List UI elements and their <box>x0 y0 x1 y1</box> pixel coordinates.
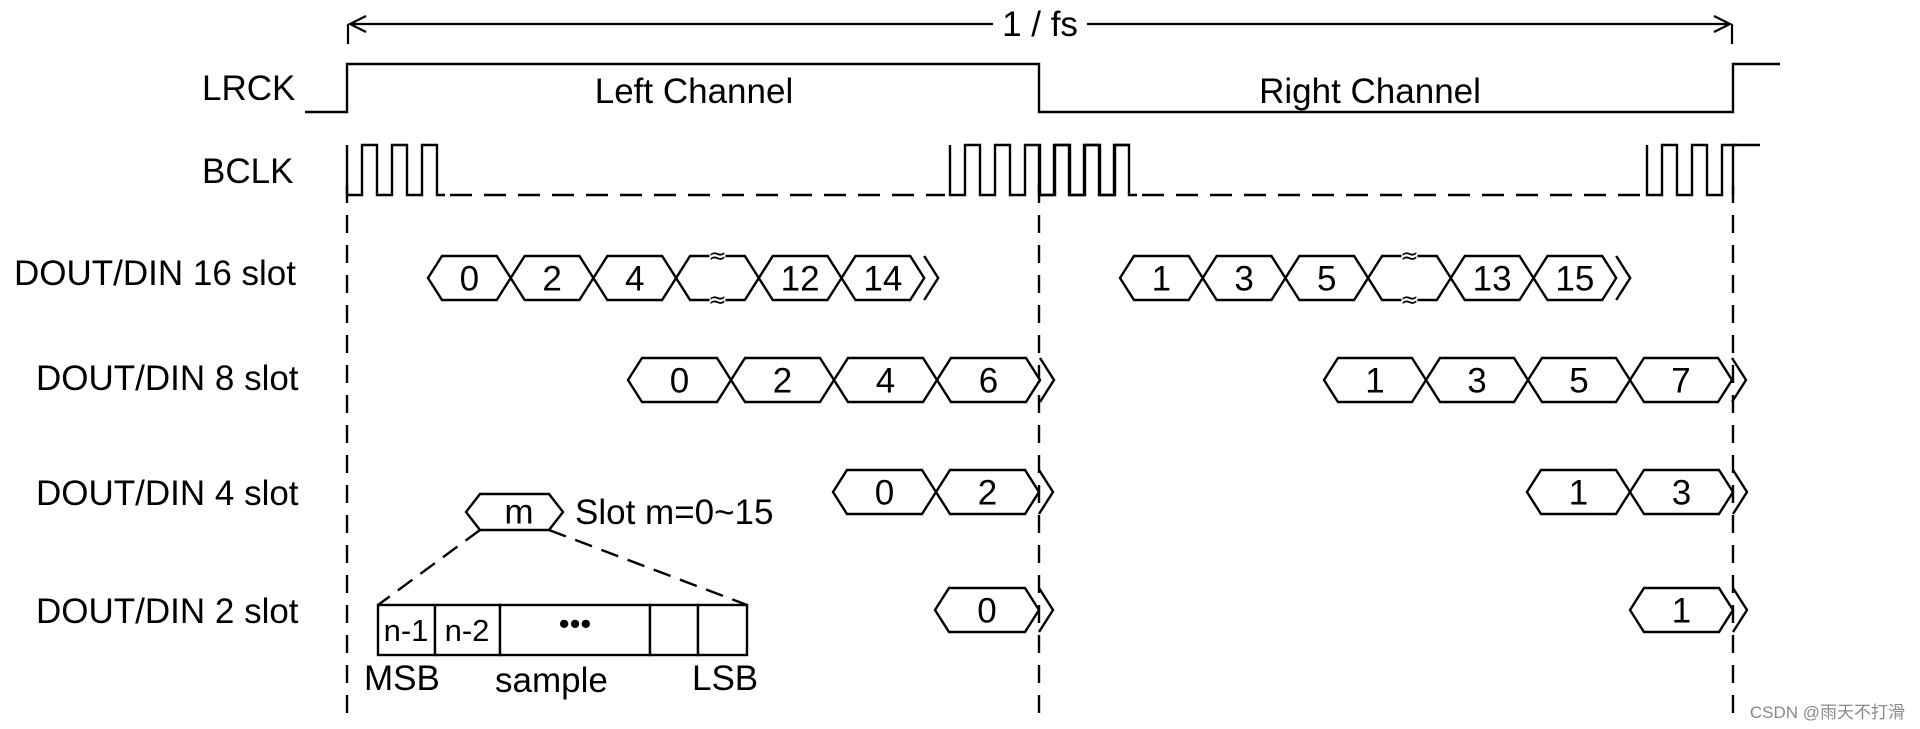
bclk-waveform <box>345 143 1760 197</box>
sample-label: sample <box>495 661 608 700</box>
slot-cell: 12 <box>757 254 843 302</box>
signal-label-2-slot: DOUT/DIN 2 slot <box>36 592 299 631</box>
slot-number: 12 <box>781 260 820 299</box>
slot-cell: 1 <box>1525 468 1632 516</box>
slot-number: 2 <box>978 474 997 513</box>
slot-number: 1 <box>1365 362 1384 401</box>
signal-label-8-slot: DOUT/DIN 8 slot <box>36 359 299 398</box>
break-mark: ≈ <box>708 244 726 269</box>
bclk-pulses-right-end <box>1645 143 1737 197</box>
slot-number: 0 <box>670 362 689 401</box>
slot-cell: 0 <box>426 254 513 302</box>
signal-label-bclk: BCLK <box>202 152 293 191</box>
slot-cell: 0 <box>933 586 1041 634</box>
slot-number: 7 <box>1671 362 1690 401</box>
slot-number: 5 <box>1569 362 1588 401</box>
slot-cell: 15 <box>1532 254 1618 302</box>
bclk-pulses-right-start <box>1037 143 1137 197</box>
slot-number: 1 <box>1672 592 1691 631</box>
slot-number: 2 <box>773 362 792 401</box>
slot-cell: 1 <box>1628 586 1735 634</box>
slot-cell: 3 <box>1424 356 1530 404</box>
slot-number: 5 <box>1317 260 1336 299</box>
slot-number: 6 <box>979 362 998 401</box>
slot-range-text: Slot m=0~15 <box>575 493 773 532</box>
slot-cell: 0 <box>626 356 733 404</box>
slot-cell: 14 <box>840 254 926 302</box>
row-8-slot-left: 0 2 4 6 <box>626 356 1042 404</box>
slot-number: 15 <box>1555 260 1594 299</box>
row-2-slot-left: 0 <box>933 586 1041 634</box>
slot-cell: 5 <box>1526 356 1632 404</box>
slot-number: 3 <box>1234 260 1253 299</box>
channel-label-left: Left Channel <box>595 72 793 111</box>
bit-cell-lsb-1 <box>648 603 700 657</box>
lsb-label: LSB <box>692 659 758 698</box>
channel-label-right: Right Channel <box>1259 72 1481 111</box>
slot-detail-legend: m Slot m=0~15 n-1 n-2 ••• MSB sample LSB <box>364 493 773 701</box>
bit-label-n-1: n-1 <box>384 613 429 648</box>
slot-cell: 13 <box>1449 254 1535 302</box>
lrck-waveform <box>305 62 1780 114</box>
slot-number: 0 <box>460 260 479 299</box>
bit-cell-lsb <box>696 603 749 657</box>
slot-cell: 4 <box>832 356 939 404</box>
slot-cell: 2 <box>509 254 595 302</box>
msb-label: MSB <box>364 659 440 698</box>
slot-number: 1 <box>1152 260 1171 299</box>
slot-number: 13 <box>1473 260 1512 299</box>
slot-cell: 5 <box>1283 254 1370 302</box>
break-mark: ≈ <box>708 288 726 313</box>
row-2-slot-right: 1 <box>1628 586 1735 634</box>
period-arrow: 1 / fs <box>346 5 1734 44</box>
signal-label-4-slot: DOUT/DIN 4 slot <box>36 474 299 513</box>
slot-number: 4 <box>876 362 895 401</box>
slot-cell: 6 <box>935 356 1042 404</box>
slot-number: 14 <box>863 260 902 299</box>
slot-number: 3 <box>1672 474 1691 513</box>
signal-label-16-slot: DOUT/DIN 16 slot <box>14 254 296 293</box>
break-mark: ≈ <box>1400 244 1418 269</box>
slot-cell: 1 <box>1322 356 1428 404</box>
row-16-slot-left: 0 2 4 ≈ ≈12 14 <box>426 244 926 313</box>
row-8-slot-right: 1 3 5 7 <box>1322 356 1734 404</box>
break-mark: ≈ <box>1400 288 1418 313</box>
slot-cell: 4 <box>591 254 678 302</box>
slot-m-label: m <box>504 493 533 532</box>
bit-cell-middle <box>498 603 652 657</box>
slot-cell: 3 <box>1628 468 1735 516</box>
slot-cell: 2 <box>729 356 836 404</box>
slot-number: 1 <box>1569 474 1588 513</box>
slot-number: 2 <box>542 260 561 299</box>
bclk-pulses-left-start <box>345 143 445 197</box>
slot-number: 3 <box>1467 362 1486 401</box>
slot-number: 4 <box>625 260 644 299</box>
slot-cell: 0 <box>831 468 938 516</box>
slot-cell: 7 <box>1628 356 1734 404</box>
slot-cell: 1 <box>1118 254 1205 302</box>
bit-label-n-2: n-2 <box>445 613 490 648</box>
watermark: CSDN @雨天不打滑 <box>1750 703 1905 722</box>
slot-cell: 2 <box>934 468 1041 516</box>
slot-number: 0 <box>977 592 996 631</box>
period-label: 1 / fs <box>1002 5 1078 44</box>
slot-number: 0 <box>875 474 894 513</box>
signal-label-lrck: LRCK <box>202 69 295 108</box>
bit-label-ellipsis: ••• <box>559 606 592 641</box>
slot-cell: 3 <box>1201 254 1287 302</box>
